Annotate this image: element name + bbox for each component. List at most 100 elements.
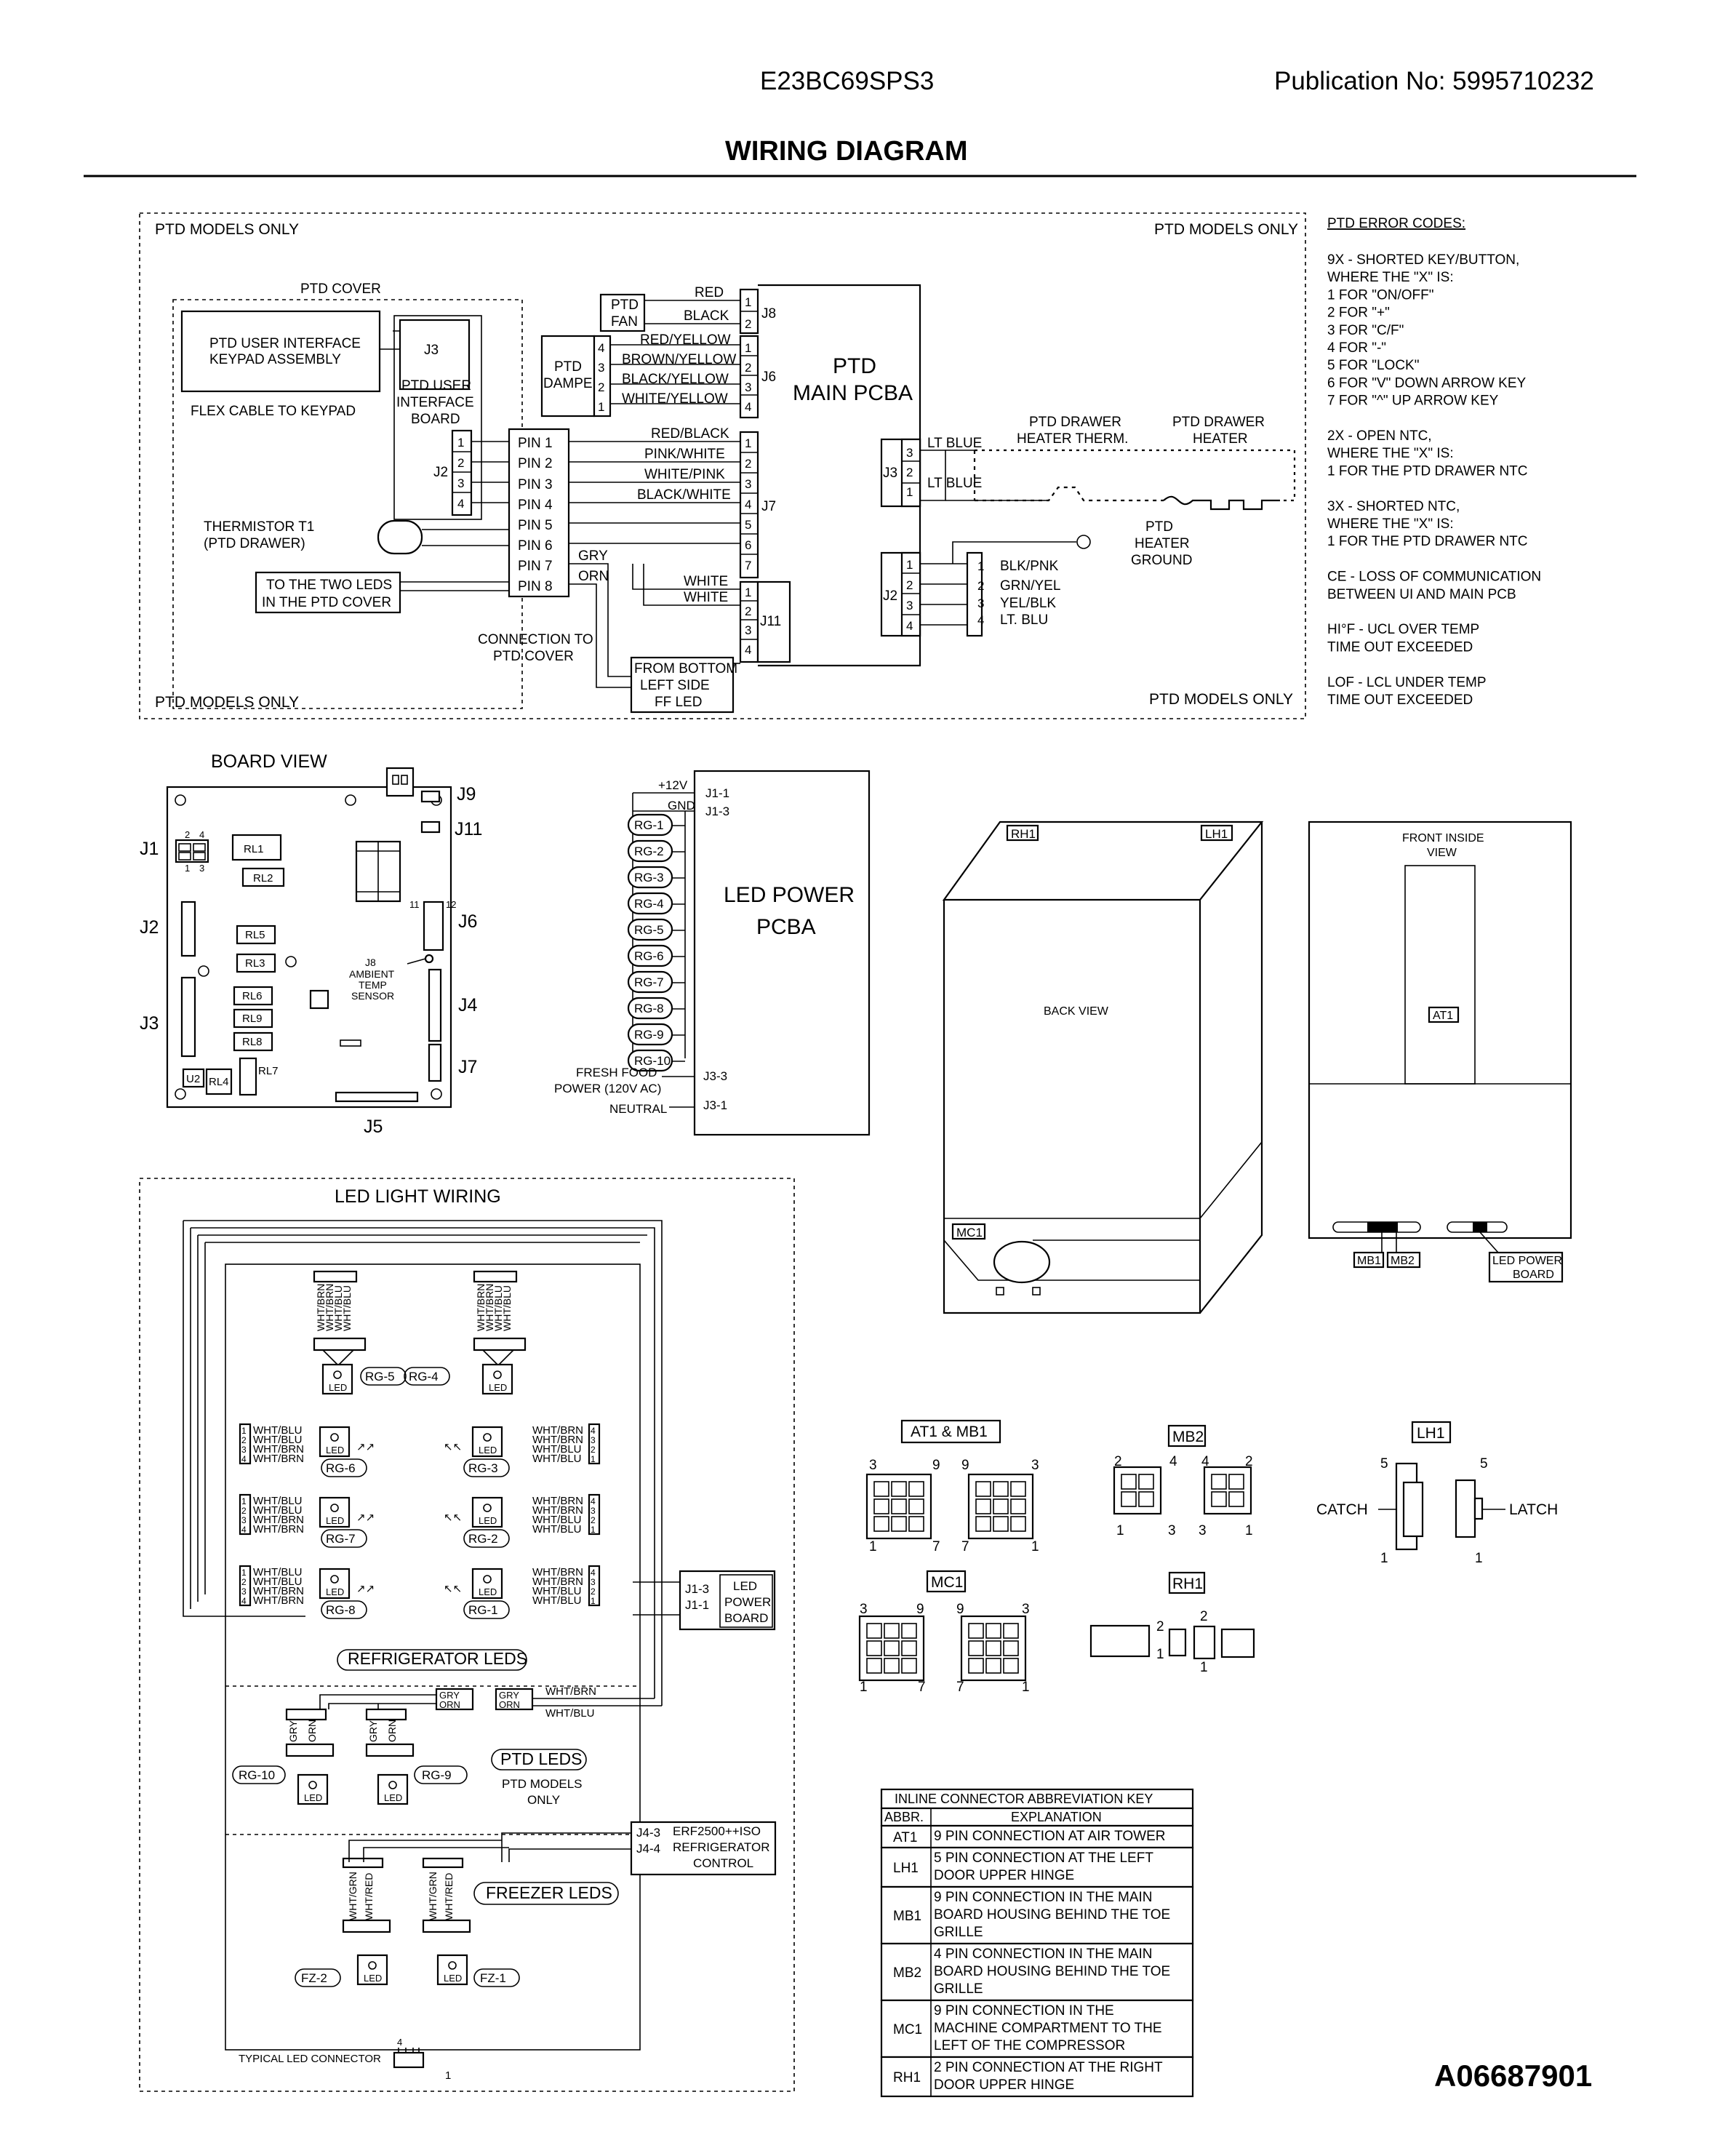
connector-pin-number: 2 — [1245, 1454, 1253, 1469]
pin-cavity — [1138, 1491, 1154, 1507]
pin-number: 4 — [241, 1596, 247, 1606]
svg-text:1: 1 — [745, 341, 751, 355]
connector-pin-number: 3 — [1022, 1602, 1030, 1617]
led-module — [471, 1426, 503, 1458]
model-number: E23BC69SPS3 — [760, 67, 934, 95]
typical-connector-label: TYPICAL LED CONNECTOR — [239, 2053, 381, 2065]
pin-cavity — [901, 1640, 917, 1656]
side-connector — [239, 1565, 252, 1607]
rg-label: RG-9 — [422, 1768, 452, 1782]
pin-label: PIN 5 — [518, 518, 553, 533]
wire-lt-blu: LT. BLU — [1000, 612, 1048, 628]
front-view-label-2: VIEW — [1427, 847, 1457, 859]
svg-text:1: 1 — [1200, 1660, 1208, 1675]
fan-label-1: PTD — [611, 298, 639, 313]
pin-cavity — [968, 1658, 984, 1674]
damper-label-2: DAMPER — [543, 376, 602, 391]
svg-text:1: 1 — [906, 558, 913, 572]
ptd-pin-labels: PIN 1 PIN 2 PIN 3 PIN 4 PIN 5 PIN 6 PIN … — [518, 436, 553, 594]
svg-text:11: 11 — [409, 899, 420, 910]
connector-pin-number: 1 — [860, 1680, 868, 1695]
pin-cavity — [975, 1516, 991, 1532]
pin-cavity — [891, 1516, 907, 1532]
ui-board-label-2: INTERFACE — [396, 395, 474, 410]
error-code-line: TIME OUT EXCEEDED — [1327, 639, 1473, 655]
side-connector — [239, 1493, 252, 1536]
svg-text:2: 2 — [185, 829, 190, 840]
abbr-explanation: DOOR UPPER HINGE — [934, 2077, 1074, 2093]
led-dot — [333, 1370, 342, 1379]
mc1-title: MC1 — [931, 1574, 963, 1591]
left-wire-label: WHT/BRN — [253, 1594, 304, 1607]
led-dot — [388, 1781, 397, 1789]
rg-label: RG-7 — [634, 975, 664, 989]
rg-oval — [627, 918, 673, 941]
abbr-title-row — [880, 1788, 1194, 1810]
ptd-wire-label: ORN — [386, 1720, 398, 1742]
led-rays: ↖↖ — [444, 1512, 462, 1524]
wire-white-yellow: WHITE/YELLOW — [622, 391, 728, 407]
right-wire-label: WHT/BLU — [532, 1453, 582, 1465]
led-label: LED — [329, 1382, 347, 1393]
ground-label-2: HEATER — [1135, 536, 1190, 551]
rg-label: RG-7 — [326, 1532, 356, 1546]
svg-text:6: 6 — [745, 538, 751, 552]
led-power-j1-3: J1-3 — [705, 804, 729, 818]
keypad-label-2: KEYPAD ASSEMBLY — [209, 352, 341, 367]
error-codes: PTD ERROR CODES: 9X - SHORTED KEY/BUTTON… — [1327, 216, 1541, 708]
left-wire-label: WHT/BLU — [253, 1434, 303, 1446]
svg-text:1: 1 — [745, 295, 751, 309]
rg-label: RG-4 — [409, 1370, 439, 1384]
left-wire-label: WHT/BLU — [253, 1566, 303, 1578]
rg-oval — [404, 1367, 450, 1386]
pin-number: 4 — [591, 1426, 596, 1436]
connector-pin-number: 9 — [932, 1458, 940, 1473]
right-wire-label: WHT/BLU — [532, 1594, 582, 1607]
led-module — [319, 1426, 351, 1458]
svg-text:1: 1 — [906, 485, 913, 499]
pin-number: 1 — [591, 1525, 596, 1535]
board-j9: J9 — [457, 784, 476, 804]
left-wire-label: WHT/BLU — [253, 1424, 303, 1437]
pin-cavity — [993, 1516, 1009, 1532]
j8-sensor: SENSOR — [351, 990, 394, 1002]
svg-text:1: 1 — [745, 586, 751, 599]
abbr-explanation: GRILLE — [934, 1981, 983, 1997]
lt-blue-1: LT BLUE — [927, 436, 982, 451]
led-label: LED — [326, 1445, 344, 1456]
svg-text:2: 2 — [977, 579, 984, 593]
pin-cavity — [866, 1623, 882, 1639]
led-label: LED — [479, 1445, 497, 1456]
svg-text:4: 4 — [745, 643, 751, 657]
pin-number: 3 — [241, 1445, 247, 1455]
board-j3: J3 — [140, 1013, 159, 1034]
rg-label: RG-2 — [634, 845, 664, 858]
svg-text:3: 3 — [745, 477, 751, 491]
rg-oval — [627, 1049, 673, 1072]
rg-oval — [627, 997, 673, 1020]
ptd-connector — [285, 1708, 327, 1721]
board-j6: J6 — [458, 911, 477, 932]
rg-label: RG-10 — [239, 1768, 275, 1782]
rg-oval — [321, 1458, 367, 1477]
svg-text:1: 1 — [445, 2069, 451, 2082]
pin-number: 2 — [591, 1515, 596, 1525]
error-code-line: 5 FOR "LOCK" — [1327, 358, 1419, 373]
side-connector — [239, 1423, 252, 1465]
wire-pink-white: PINK/WHITE — [644, 447, 725, 462]
error-code-line: 4 FOR "-" — [1327, 340, 1386, 356]
side-connector — [588, 1565, 601, 1607]
right-wire-label: WHT/BRN — [532, 1495, 583, 1507]
rg-label: RG-10 — [634, 1054, 671, 1068]
lpb-label-2: BOARD — [1513, 1269, 1554, 1281]
right-wire-label: WHT/BRN — [532, 1504, 583, 1517]
error-code-line: CE - LOSS OF COMMUNICATION — [1327, 570, 1541, 585]
pin-cavity — [866, 1658, 882, 1674]
pin-cavity — [908, 1498, 924, 1514]
at1-mb1-receptacle — [967, 1473, 1034, 1540]
error-code-line: BETWEEN UI AND MAIN PCB — [1327, 587, 1516, 602]
top-wire-label: WHT/BRN — [484, 1284, 495, 1331]
led-dot — [448, 1961, 457, 1970]
